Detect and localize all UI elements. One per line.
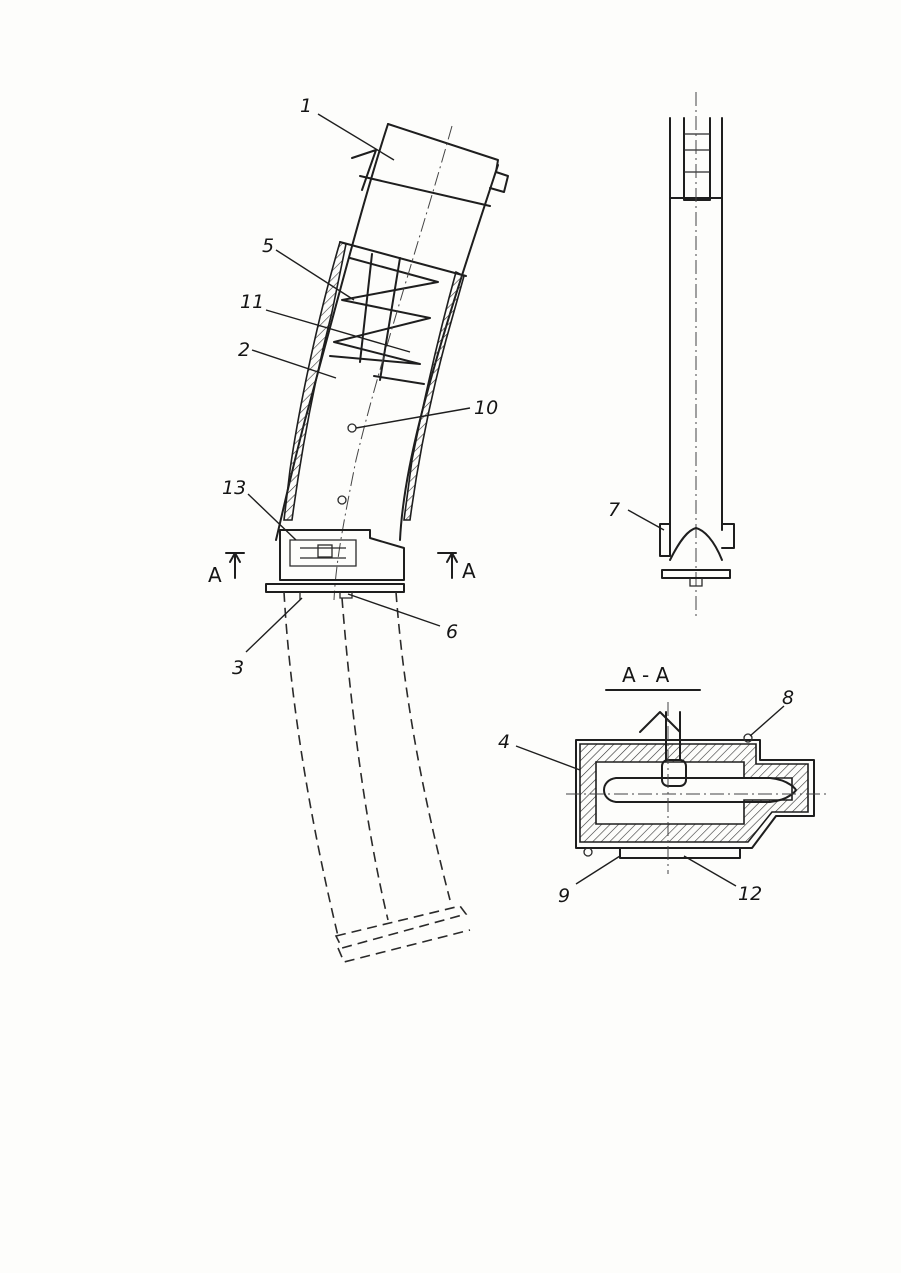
label-3: 3 [232,657,244,679]
leader-lines [245,113,785,887]
section-marker-left-label: A [208,563,222,587]
label-9: 9 [558,885,570,907]
section-marker-right: A [437,552,476,583]
label-12: 12 [738,883,762,905]
phantom-magazine-outline [283,591,471,963]
label-2: 2 [238,339,250,361]
label-8: 8 [782,687,794,709]
label-7: 7 [608,499,620,521]
label-4: 4 [498,731,510,753]
label-13: 13 [222,477,246,499]
section-marker-left: A [208,552,245,587]
rivet-icon [347,423,357,433]
section-marker-right-label: A [462,559,476,583]
label-5: 5 [262,235,274,257]
label-1: 1 [300,95,312,117]
label-6: 6 [446,621,458,643]
magazine-front-view [659,92,735,616]
label-10: 10 [474,397,498,419]
label-11: 11 [240,291,264,313]
part-labels: 1 2 3 4 5 6 7 8 9 10 11 12 13 [222,95,794,907]
magazine-side-view [265,123,509,601]
cross-section-a-a: A - A [566,663,826,874]
rivet-icon [337,495,347,505]
section-title: A - A [622,663,670,687]
